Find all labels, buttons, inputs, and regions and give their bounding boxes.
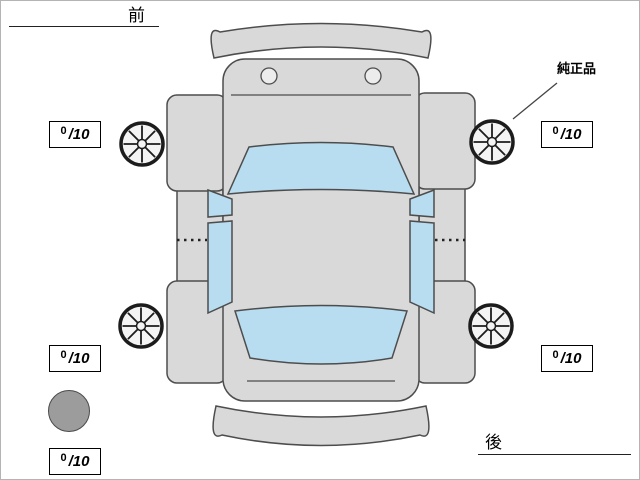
score-box-rear-left: 0 /10 <box>49 345 101 372</box>
front-left-wheel-icon <box>119 121 165 167</box>
score-max: /10 <box>560 126 582 143</box>
rear-right-wheel-icon <box>468 303 514 349</box>
score-value: 0 <box>60 451 67 464</box>
score-value: 0 <box>552 124 559 137</box>
score-box-front-right: 0 /10 <box>541 121 593 148</box>
front-left-fender <box>166 94 228 192</box>
left-strut-circle <box>260 67 278 85</box>
front-label: 前 <box>128 6 145 25</box>
genuine-part-pointer-line <box>512 82 558 120</box>
score-max: /10 <box>68 350 90 367</box>
spare-tire-circle <box>48 390 90 432</box>
rear-window-glass <box>234 304 408 365</box>
windshield-glass <box>226 141 416 195</box>
rear-label: 後 <box>485 433 502 452</box>
rear-left-wheel-icon <box>118 303 164 349</box>
rear-label-underline <box>478 454 631 455</box>
rear-bumper <box>212 405 430 447</box>
score-box-spare: 0 /10 <box>49 448 101 475</box>
score-box-rear-right: 0 /10 <box>541 345 593 372</box>
left-rear-window <box>207 220 233 315</box>
score-value: 0 <box>60 124 67 137</box>
front-right-wheel-icon <box>469 119 515 165</box>
score-value: 0 <box>552 348 559 361</box>
right-front-window <box>409 188 435 218</box>
right-strut-circle <box>364 67 382 85</box>
score-max: /10 <box>68 126 90 143</box>
front-label-underline <box>9 26 159 27</box>
score-max: /10 <box>68 453 90 470</box>
right-rear-window <box>409 220 435 315</box>
genuine-part-label: 純正品 <box>557 61 597 76</box>
score-max: /10 <box>560 350 582 367</box>
left-front-window <box>207 188 233 218</box>
score-box-front-left: 0 /10 <box>49 121 101 148</box>
front-bumper <box>210 22 432 59</box>
front-right-fender <box>414 92 476 190</box>
score-value: 0 <box>60 348 67 361</box>
